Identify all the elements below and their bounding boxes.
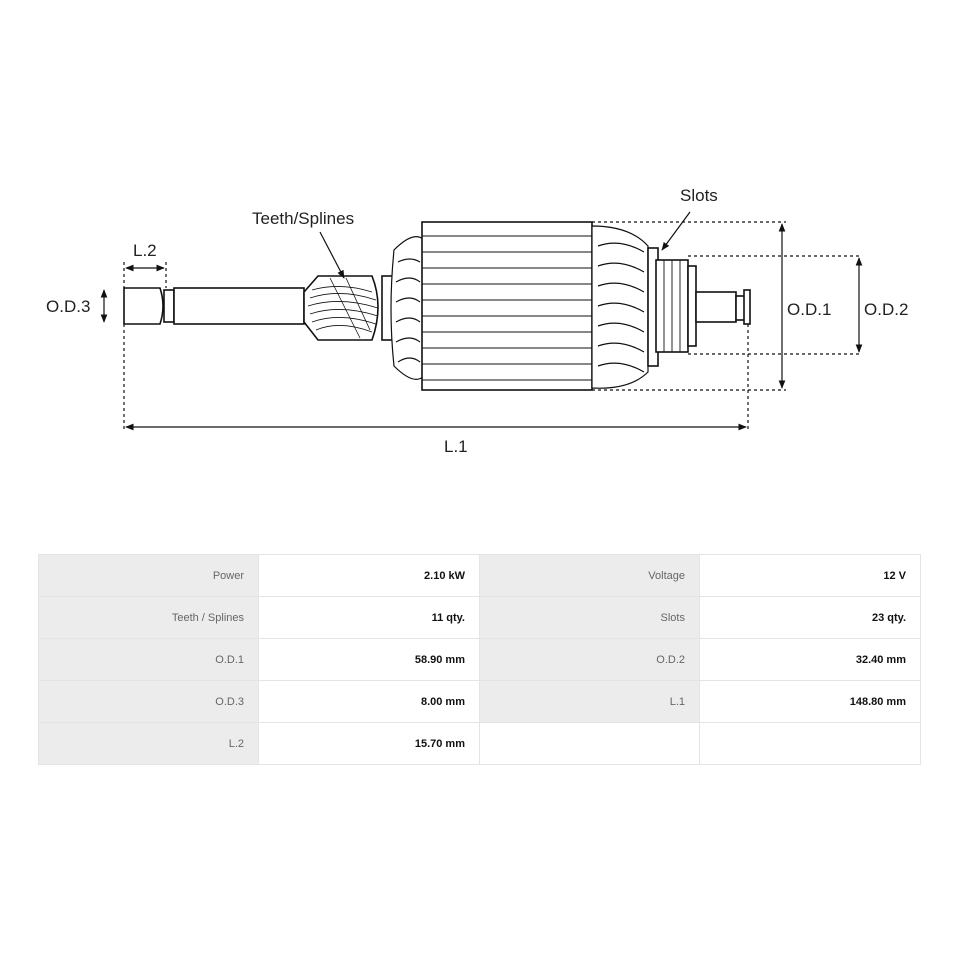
spline-hatch [307, 277, 379, 339]
spec-value: 15.70 mm [258, 722, 480, 765]
shaft-tip [123, 287, 164, 325]
label-l2: L.2 [133, 241, 157, 260]
shaft-neck [163, 289, 175, 323]
winding-left [390, 236, 425, 380]
label-od3: O.D.3 [46, 297, 90, 316]
armature-drawing [123, 221, 751, 391]
winding-right [591, 225, 649, 389]
spec-value: 32.40 mm [699, 638, 921, 681]
spec-value: 11 qty. [258, 596, 480, 639]
shaft [173, 287, 305, 325]
commutator-end [687, 265, 697, 347]
spec-value: 2.10 kW [258, 554, 480, 597]
spec-label-empty [479, 722, 700, 765]
spec-label: O.D.1 [38, 638, 259, 681]
label-slots: Slots [680, 186, 718, 205]
spec-value-empty [699, 722, 921, 765]
teeth-leader [319, 231, 345, 279]
table-row: O.D.1 58.90 mm O.D.2 32.40 mm [38, 638, 921, 681]
armature-core [421, 221, 593, 391]
spec-label: L.1 [479, 680, 700, 723]
pinion-gear [303, 275, 379, 341]
spec-label: L.2 [38, 722, 259, 765]
table-row: Power 2.10 kW Voltage 12 V [38, 554, 921, 597]
spec-label: Power [38, 554, 259, 597]
spec-value: 8.00 mm [258, 680, 480, 723]
rear-shaft-cap [743, 289, 751, 325]
rear-shaft [695, 291, 737, 323]
slots-leader [661, 211, 691, 251]
specs-table: Power 2.10 kW Voltage 12 V Teeth / Splin… [38, 554, 921, 765]
label-od2: O.D.2 [864, 300, 908, 319]
spec-label: Teeth / Splines [38, 596, 259, 639]
core-lines [422, 235, 592, 381]
label-teeth-splines: Teeth/Splines [252, 209, 354, 228]
table-row: L.2 15.70 mm [38, 722, 921, 765]
commutator-slots [663, 260, 681, 352]
armature-diagram: Teeth/Splines Slots L.2 O.D.3 O.D.1 O.D.… [46, 186, 908, 456]
spec-label: O.D.2 [479, 638, 700, 681]
label-od1: O.D.1 [787, 300, 831, 319]
spec-label: O.D.3 [38, 680, 259, 723]
spec-value: 12 V [699, 554, 921, 597]
spec-value: 148.80 mm [699, 680, 921, 723]
label-l1: L.1 [444, 437, 468, 456]
dimension-lines [100, 211, 863, 432]
spec-label: Voltage [479, 554, 700, 597]
table-row: Teeth / Splines 11 qty. Slots 23 qty. [38, 596, 921, 639]
spec-label: Slots [479, 596, 700, 639]
table-row: O.D.3 8.00 mm L.1 148.80 mm [38, 680, 921, 723]
spec-value: 23 qty. [699, 596, 921, 639]
spec-value: 58.90 mm [258, 638, 480, 681]
